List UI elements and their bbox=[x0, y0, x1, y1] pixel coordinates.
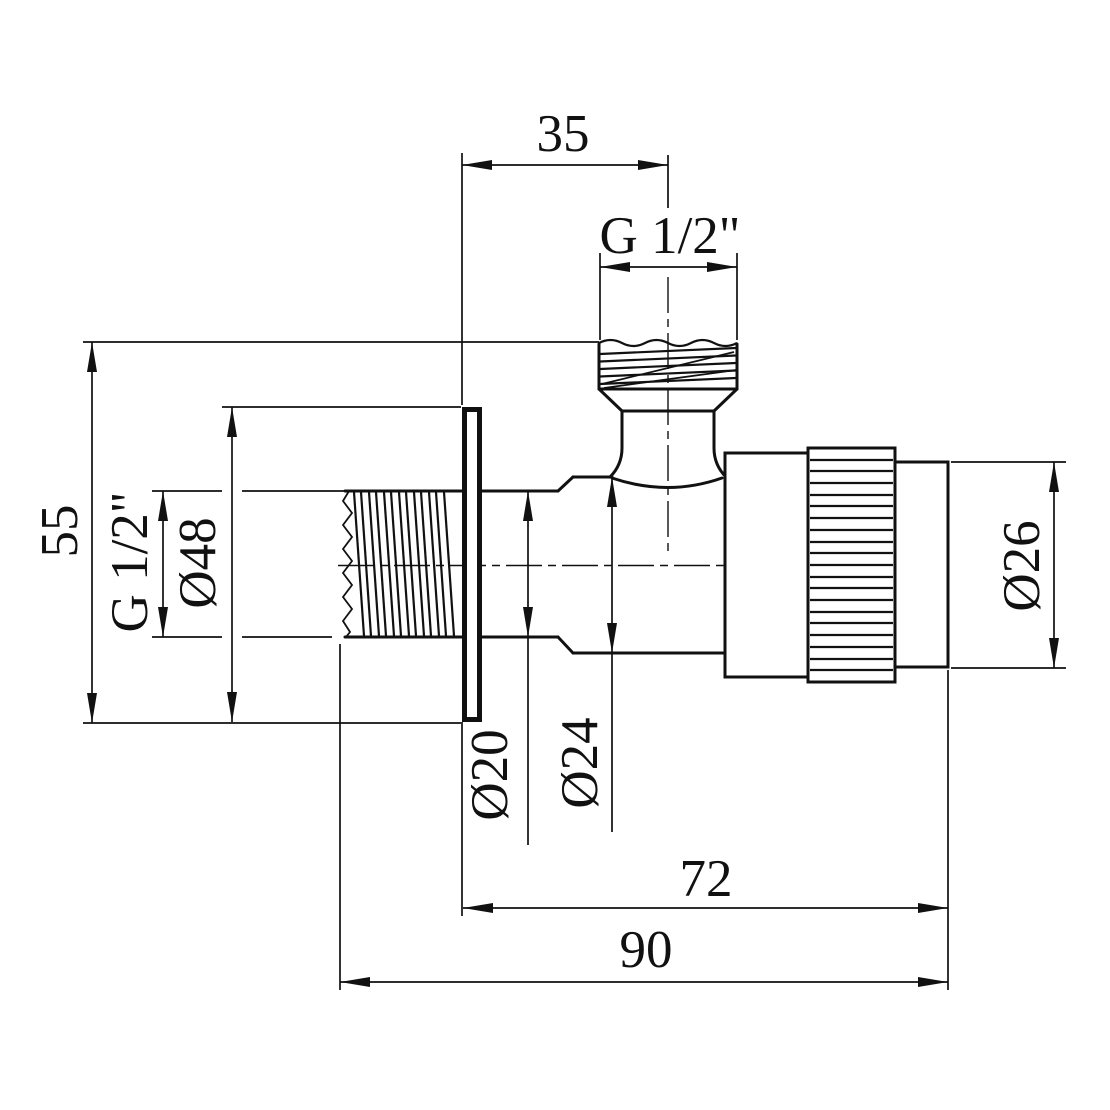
knurled-handle bbox=[806, 446, 897, 684]
wall-flange bbox=[462, 407, 482, 722]
dimension-wall-thread bbox=[152, 490, 344, 638]
port-body-fillet bbox=[610, 476, 724, 489]
port-thread-crest bbox=[598, 338, 738, 348]
arrowhead bbox=[158, 607, 168, 637]
outlet-port bbox=[597, 338, 739, 489]
wall-thread-hatch bbox=[352, 491, 456, 637]
arrowhead bbox=[600, 262, 630, 272]
arrowhead bbox=[918, 903, 948, 913]
valve-part bbox=[341, 338, 950, 722]
arrowhead bbox=[607, 623, 617, 653]
cone-top bbox=[556, 475, 575, 493]
port-thread-hatch bbox=[599, 346, 737, 389]
knurl-ridges bbox=[810, 458, 893, 672]
arrowhead bbox=[523, 491, 533, 521]
arrowhead bbox=[340, 977, 370, 987]
arrowhead bbox=[227, 407, 237, 437]
dimension-55 bbox=[83, 341, 599, 724]
arrowhead bbox=[523, 607, 533, 637]
pipe-section bbox=[480, 475, 575, 655]
cone-bottom bbox=[556, 635, 575, 655]
port-taper-right bbox=[712, 387, 739, 413]
dim-label-20: Ø20 bbox=[461, 729, 519, 820]
end-cap bbox=[893, 460, 950, 669]
dim-label-24: Ø24 bbox=[551, 717, 609, 808]
arrowhead bbox=[607, 477, 617, 507]
arrowhead bbox=[1049, 638, 1059, 668]
dimension-labels: 35 G 1/2" 55 G 1/2" Ø48 Ø20 Ø24 Ø26 72 9… bbox=[31, 105, 1051, 979]
arrowhead bbox=[462, 160, 492, 170]
thread-runout-zigzag bbox=[341, 490, 354, 638]
arrowhead bbox=[158, 491, 168, 521]
valve-body-right bbox=[723, 451, 810, 679]
arrowhead bbox=[638, 160, 668, 170]
dim-label-port-thread: G 1/2" bbox=[600, 207, 741, 265]
dimension-24 bbox=[607, 477, 617, 832]
dim-label-wall-thread: G 1/2" bbox=[101, 492, 159, 633]
dim-label-35: 35 bbox=[537, 105, 590, 163]
arrowhead bbox=[87, 342, 97, 372]
dimension-72 bbox=[461, 670, 949, 990]
dim-label-26: Ø26 bbox=[993, 520, 1051, 611]
dim-label-90: 90 bbox=[620, 921, 673, 979]
dim-label-48: Ø48 bbox=[169, 517, 227, 608]
arrowhead bbox=[1049, 462, 1059, 492]
dimension-35 bbox=[461, 153, 669, 405]
wall-thread-pipe bbox=[341, 489, 464, 639]
dimension-20 bbox=[523, 491, 533, 845]
dimension-26 bbox=[951, 461, 1066, 669]
dimension-48 bbox=[222, 406, 461, 722]
port-neck-left bbox=[608, 409, 624, 479]
arrowhead bbox=[87, 693, 97, 723]
dim-label-55: 55 bbox=[31, 505, 89, 558]
arrowhead bbox=[918, 977, 948, 987]
dimension-port-thread bbox=[599, 253, 738, 340]
dim-label-72: 72 bbox=[680, 850, 733, 908]
arrowhead bbox=[707, 262, 737, 272]
arrowhead bbox=[227, 692, 237, 722]
arrowhead bbox=[463, 903, 493, 913]
dimension-90 bbox=[339, 644, 948, 990]
middle-body bbox=[571, 475, 727, 655]
port-taper-left bbox=[597, 387, 624, 413]
